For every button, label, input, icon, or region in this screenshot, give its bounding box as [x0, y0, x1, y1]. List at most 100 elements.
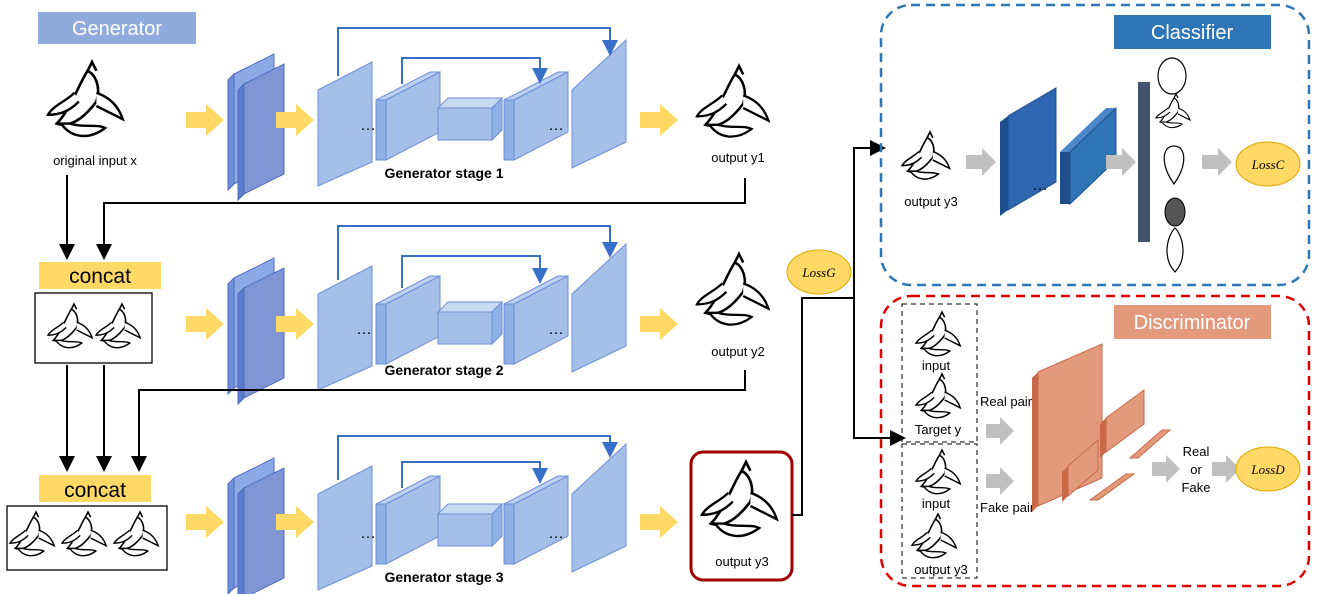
output-y2-label: output y2: [711, 344, 765, 359]
stage1-decoder-2: [571, 38, 627, 169]
classifier-input-label: output y3: [904, 194, 958, 209]
classifier-dots: …: [1032, 177, 1048, 194]
output-y3-label: output y3: [715, 554, 769, 569]
apple-icon: [1157, 57, 1187, 95]
stage3-dots-2: …: [548, 525, 564, 542]
classifier-arrow-out: [1202, 148, 1232, 176]
fake-label: Fake: [1182, 480, 1211, 495]
stage3-arrow-out: [640, 506, 678, 538]
loss-d-ellipse: [1235, 446, 1301, 492]
stage3-decoder-1: [513, 475, 569, 565]
classifier-panel: [879, 3, 1311, 287]
classifier-conv-1: [1007, 87, 1057, 211]
discriminator-panel: [879, 294, 1311, 588]
fake-input-label: input: [922, 496, 951, 511]
output-y1-image: [695, 64, 770, 138]
pineapple-icon: [1164, 197, 1186, 227]
disc-conv-2: [1067, 438, 1099, 498]
stage1-label: Generator stage 1: [384, 165, 503, 181]
stage1-skip-inner: [401, 57, 548, 84]
stage3-decoder-2: [571, 442, 627, 573]
loss-c-label: LossC: [1251, 157, 1285, 172]
stage3-encoder-1: [317, 465, 373, 591]
disc-arrow-out: [1152, 455, 1180, 483]
classifier-arrow-mid: [1106, 148, 1136, 176]
stage3-arrow-mid: [276, 506, 314, 538]
stage2-dots-2: …: [548, 321, 564, 338]
original-input-image: [46, 60, 125, 138]
stage3-skip-inner: [401, 461, 548, 488]
banana-icon: [1155, 93, 1191, 129]
fake-output-label: output y3: [914, 562, 968, 577]
stage3-skip-outer: [337, 435, 618, 480]
fake-pair-arrow: [986, 467, 1014, 495]
real-pair-box: [901, 303, 978, 443]
stage3-dots-1: …: [360, 525, 376, 542]
stage3-bottleneck: [437, 513, 493, 547]
stage2-decoder-1: [513, 275, 569, 365]
loss-g-ellipse: [786, 249, 852, 295]
stage1-arrow-out: [640, 104, 678, 136]
output-y1-label: output y1: [711, 150, 765, 165]
connector-lines: [59, 140, 906, 516]
classifier-arrow-in: [966, 148, 996, 176]
stage1-arrow-in: [186, 104, 224, 136]
real-label: Real: [1183, 444, 1210, 459]
loss-c-ellipse: [1235, 141, 1301, 187]
stage1-dots-1: …: [360, 117, 376, 134]
real-pair-label: Real pair: [980, 394, 1033, 409]
concat-label-box-2: [39, 475, 151, 502]
stage1-input-block: [227, 53, 285, 201]
generator-stage-2: … … Generator stage 2: [186, 225, 678, 405]
stage1-bottleneck: [437, 107, 493, 141]
stage2-bottleneck: [437, 311, 493, 345]
stage1-dots-2: …: [548, 117, 564, 134]
generator-stage-1: … … Generator stage 1: [186, 27, 678, 201]
disc-fc-2: [1088, 473, 1136, 501]
real-input-label: input: [922, 358, 951, 373]
stage1-encoder-1: [317, 61, 373, 187]
generator-stage-3: … … Generator stage 3: [186, 435, 678, 594]
target-label: Target y: [915, 422, 962, 437]
or-label: or: [1190, 462, 1202, 477]
stage2-input-block: [227, 257, 285, 405]
classifier-input-image: [901, 131, 951, 180]
stage1-skip-outer: [337, 27, 618, 76]
loss-d-label: LossD: [1250, 462, 1285, 477]
stage2-arrow-mid: [276, 308, 314, 340]
stage2-arrow-in: [186, 308, 224, 340]
output-y2-image: [695, 252, 770, 326]
disc-fc-1: [1128, 429, 1172, 459]
stage2-skip-outer: [337, 225, 618, 280]
classifier-title: Classifier: [1151, 22, 1234, 44]
discriminator-title: Discriminator: [1134, 312, 1251, 334]
discriminator-header: [1114, 305, 1271, 339]
stage2-label: Generator stage 2: [384, 362, 503, 378]
stage2-decoder-2: [571, 242, 627, 373]
concat-label-2: concat: [64, 479, 126, 502]
fake-pair-label: Fake pair: [980, 500, 1035, 515]
stage3-arrow-in: [186, 506, 224, 538]
stage2-arrow-out: [640, 308, 678, 340]
classifier-fc-layer: [1138, 82, 1150, 242]
stage1-arrow-mid: [276, 104, 314, 136]
stage2-encoder-1: [317, 265, 373, 391]
stage1-decoder-1: [513, 71, 569, 161]
generator-title: Generator: [72, 18, 162, 40]
stage2-dots-1: …: [356, 321, 372, 338]
disc-conv-3: [1105, 389, 1145, 453]
stage3-input-block: [227, 457, 285, 594]
generator-header: [38, 12, 196, 44]
stage2-skip-inner: [401, 255, 548, 288]
classifier-header: [1114, 15, 1271, 49]
pear-icon: [1166, 227, 1184, 273]
concat-label-box-1: [39, 262, 161, 289]
disc-arrow-loss: [1212, 455, 1240, 483]
concat-label-1: concat: [69, 265, 131, 288]
fake-pair-box: [901, 443, 978, 579]
strawberry-icon: [1163, 145, 1185, 186]
loss-g-label: LossG: [801, 265, 836, 280]
real-pair-arrow: [986, 417, 1014, 445]
stage3-label: Generator stage 3: [384, 569, 503, 585]
